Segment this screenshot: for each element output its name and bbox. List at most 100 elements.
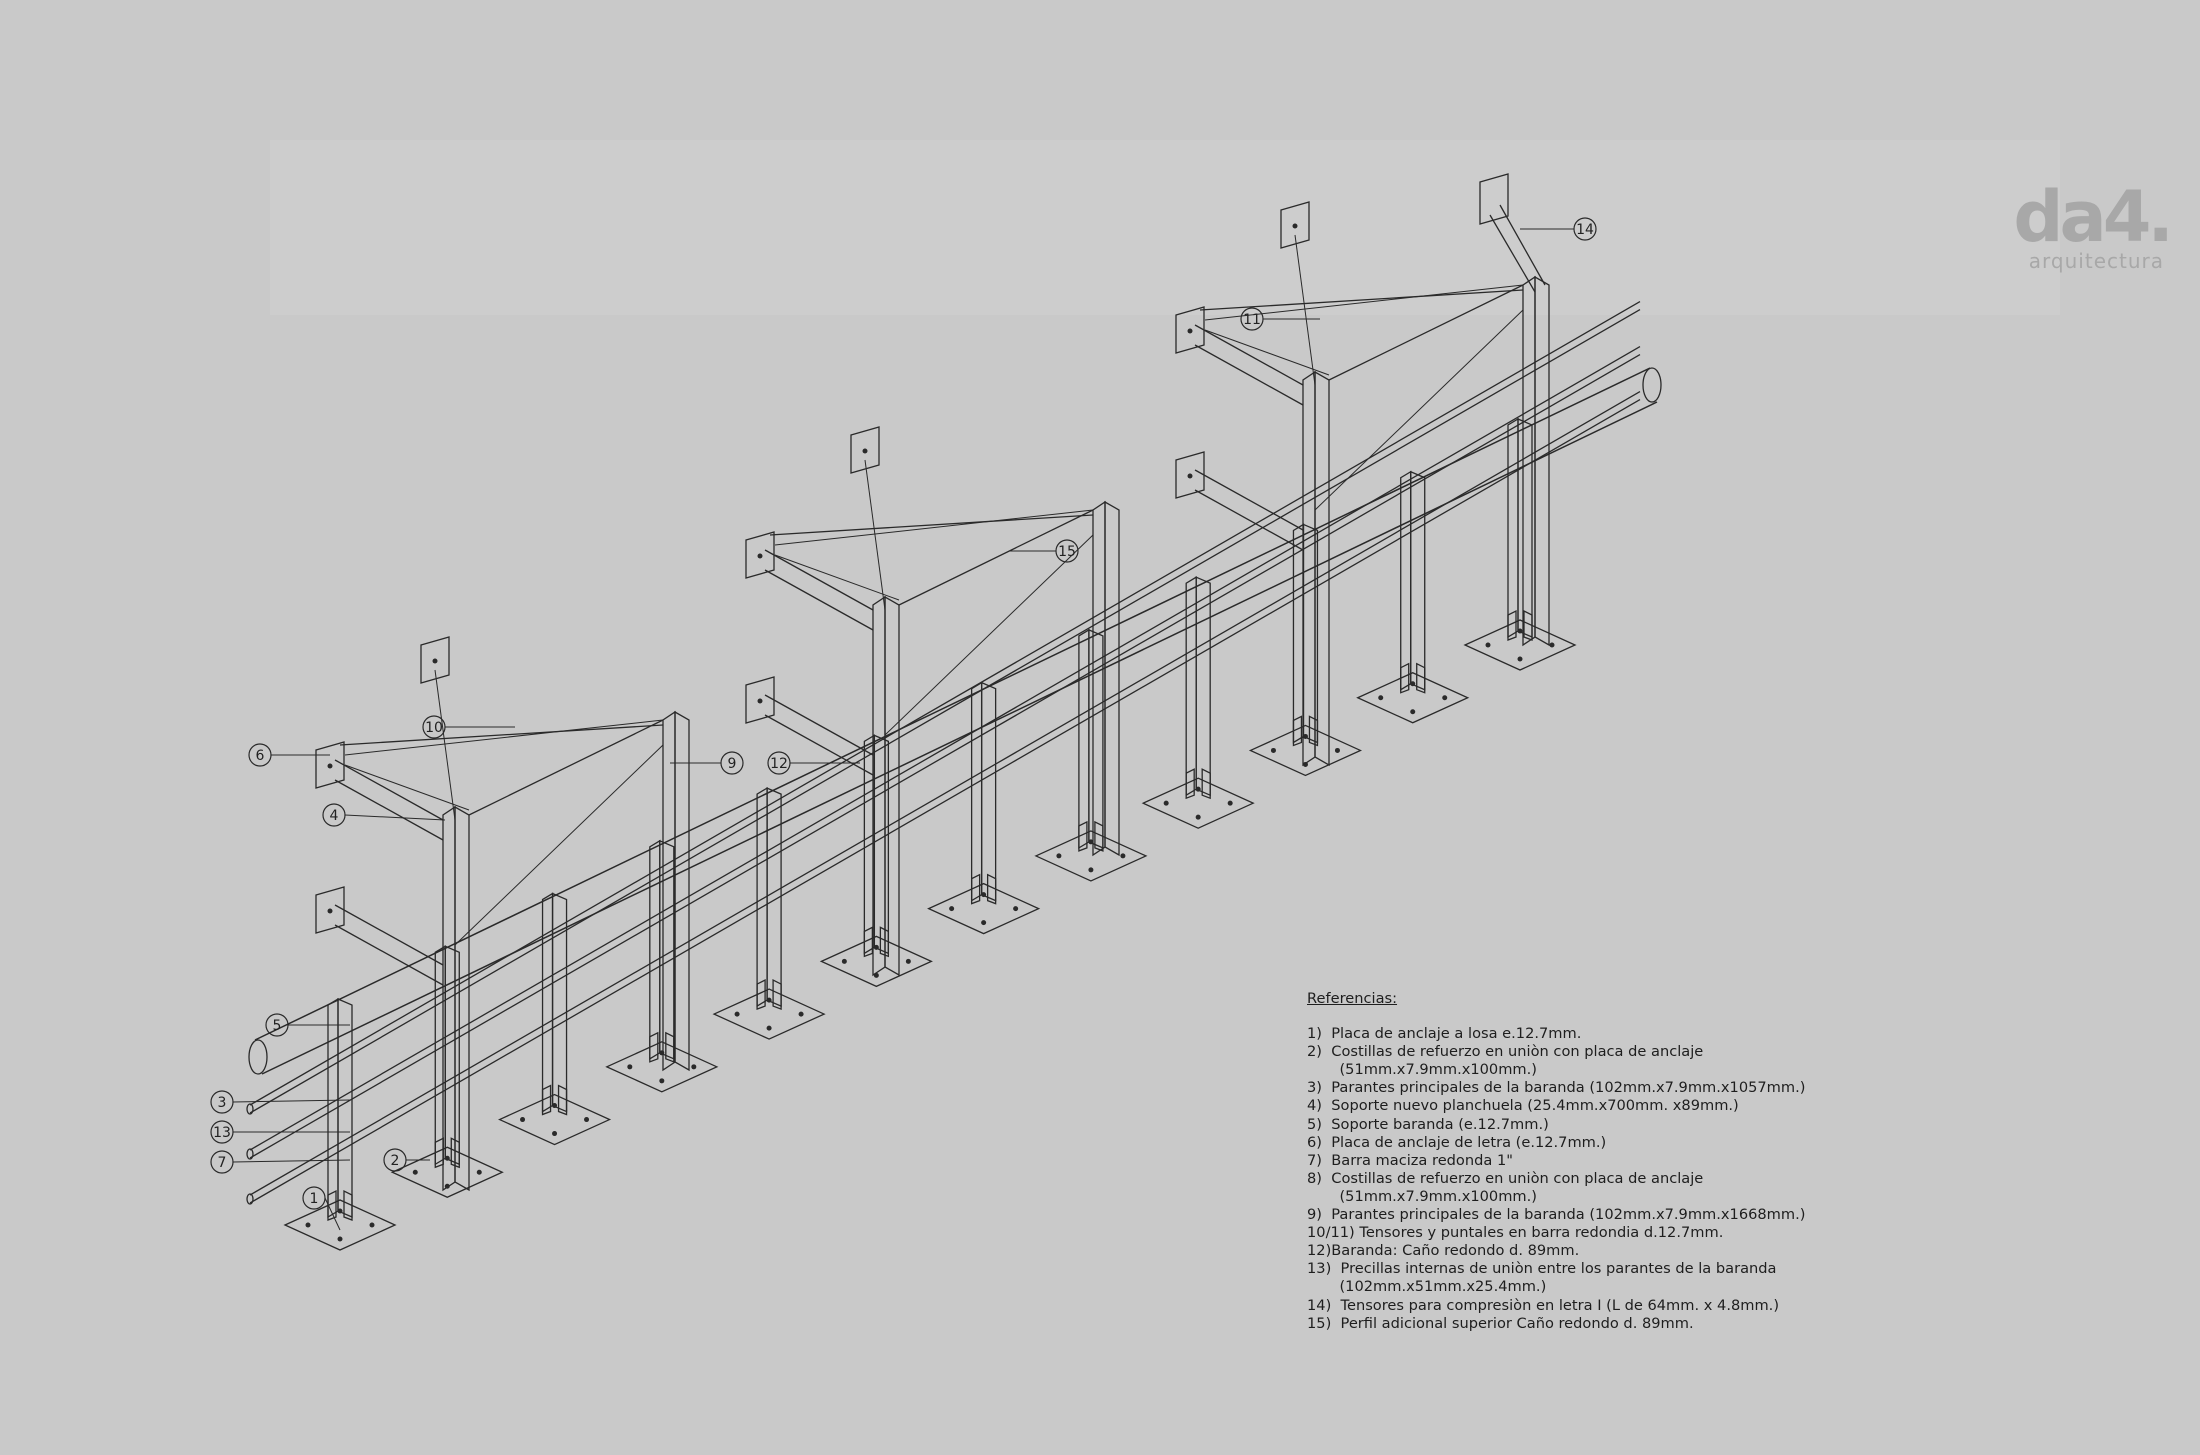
handrail-pipe — [254, 367, 1651, 1041]
handrail-pipe — [261, 401, 1658, 1075]
callout-leader — [344, 814, 446, 821]
tensor — [1314, 309, 1524, 511]
callout-2: 2 — [383, 1148, 430, 1172]
bolt-hole — [369, 1222, 375, 1228]
post-face — [1517, 418, 1533, 638]
callout-circle — [265, 1013, 289, 1037]
callout-4: 4 — [322, 803, 446, 827]
anchor-plate — [1175, 306, 1205, 354]
horizontal-bar — [249, 354, 1641, 1159]
callout-circle — [210, 1120, 234, 1144]
anchor-plate — [1479, 173, 1509, 225]
base-plate — [390, 1146, 504, 1198]
callout-circle — [720, 751, 744, 775]
horizontal-bar — [249, 301, 1641, 1106]
railing-structure — [246, 173, 1662, 1251]
callout-7: 7 — [210, 1150, 351, 1174]
reference-item: 8) Costillas de refuerzo en uniòn con pl… — [1307, 1169, 1704, 1187]
bolt-hole — [1270, 747, 1276, 753]
post-face — [1410, 470, 1426, 691]
top-beam — [769, 514, 1094, 536]
callout-circle — [1240, 307, 1264, 331]
callout-circle — [302, 1186, 326, 1210]
callout-number: 12 — [770, 756, 788, 772]
bolt-hole — [1056, 853, 1062, 859]
top-beam — [1199, 289, 1524, 311]
post-face — [1078, 628, 1090, 850]
bolt-hole — [949, 906, 955, 912]
callout-number: 2 — [391, 1153, 400, 1169]
reference-item: 10/11) Tensores y puntales en barra redo… — [1307, 1224, 1724, 1242]
anchor-plate — [315, 886, 345, 934]
callout-circle — [1055, 539, 1079, 563]
callout-5: 5 — [265, 1013, 350, 1037]
reference-item: (51mm.x7.9mm.x100mm.) — [1307, 1187, 1537, 1205]
bar-end — [246, 1193, 254, 1205]
bolt-hole — [552, 1131, 558, 1137]
lower-beam — [334, 904, 444, 966]
base-plate — [1248, 724, 1363, 777]
logo-mark: da4. — [2013, 176, 2174, 258]
reference-item: 1) Placa de anclaje a losa e.12.7mm. — [1307, 1025, 1582, 1043]
bolt-hole — [305, 1222, 311, 1228]
reference-item: 2) Costillas de refuerzo en uniòn con pl… — [1307, 1043, 1704, 1061]
reference-item: 4) Soporte nuevo planchuela (25.4mm.x700… — [1307, 1097, 1739, 1115]
base-plate — [1463, 619, 1577, 671]
post-face — [873, 734, 890, 955]
callout-number: 3 — [218, 1095, 227, 1111]
bolt-hole — [691, 1064, 697, 1070]
bolt-hole — [981, 920, 987, 926]
callout-number: 6 — [256, 748, 265, 764]
top-beam — [334, 759, 444, 821]
top-beam — [1328, 284, 1524, 381]
bolt-hole — [905, 958, 911, 964]
anchor-plate — [420, 636, 450, 684]
tall-post — [884, 595, 900, 977]
reference-item: 14) Tensores para compresiòn en letra I … — [1307, 1296, 1780, 1314]
bolt-hole — [520, 1117, 526, 1123]
bolt-hole — [1163, 800, 1169, 806]
bolt-hole — [476, 1169, 482, 1175]
compression-brace — [1489, 214, 1536, 293]
top-beam — [764, 549, 874, 611]
base-plate — [497, 1093, 612, 1146]
callout-number: 9 — [728, 756, 737, 772]
callout-13: 13 — [210, 1120, 350, 1144]
reference-item: 7) Barra maciza redonda 1" — [1307, 1151, 1513, 1169]
top-beam — [1194, 344, 1304, 406]
bolt-hole — [327, 908, 333, 914]
callout-number: 11 — [1243, 312, 1261, 328]
lower-beam — [1194, 489, 1304, 551]
tensor — [434, 669, 456, 821]
bolt-hole — [327, 763, 333, 769]
tensor — [774, 554, 900, 601]
callout-10: 10 — [422, 715, 515, 739]
tensor — [1204, 329, 1330, 376]
callout-11: 11 — [1240, 307, 1320, 331]
horizontal-bar — [249, 391, 1641, 1196]
base-plate — [283, 1199, 397, 1251]
post-face — [434, 945, 446, 1166]
top-beam — [468, 719, 664, 816]
callout-circle — [322, 803, 346, 827]
bolt-hole — [659, 1078, 665, 1084]
callout-leader — [324, 1197, 341, 1231]
reference-item: 9) Parantes principales de la baranda (1… — [1307, 1206, 1806, 1224]
bolt-hole — [627, 1064, 633, 1070]
bolt-hole — [1549, 642, 1555, 648]
bolt-hole — [412, 1169, 418, 1175]
post-face — [1507, 417, 1519, 639]
callout-circle — [767, 751, 791, 775]
tensor — [774, 509, 1094, 546]
callout-number: 4 — [330, 808, 339, 824]
base-plate — [927, 882, 1041, 935]
callout-number: 7 — [218, 1155, 227, 1171]
callout-1: 1 — [302, 1186, 341, 1231]
horizontal-bar — [249, 346, 1641, 1151]
tall-post — [454, 805, 470, 1192]
bolt-hole — [432, 658, 438, 664]
lower-beam — [764, 694, 874, 756]
bolt-hole — [757, 698, 763, 704]
